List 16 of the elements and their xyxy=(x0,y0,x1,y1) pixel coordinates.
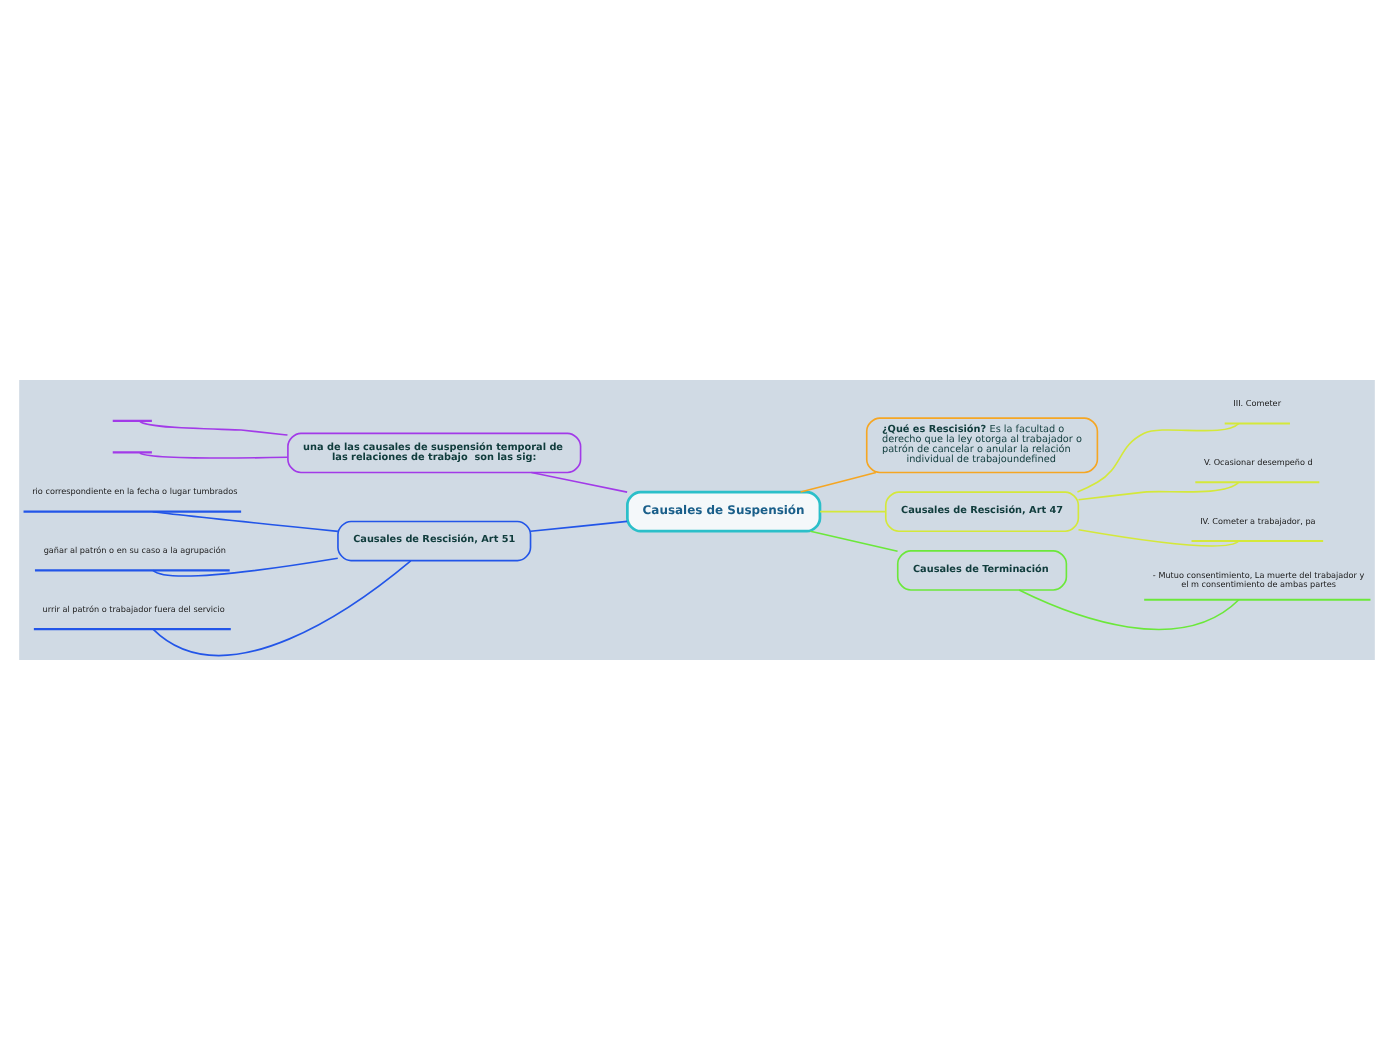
connector xyxy=(152,560,412,657)
connector xyxy=(139,452,289,459)
node-bar xyxy=(112,451,152,454)
connector xyxy=(152,510,339,533)
connector xyxy=(529,520,628,533)
connector xyxy=(1077,528,1240,547)
connector xyxy=(809,530,899,553)
connector xyxy=(139,420,289,436)
connector xyxy=(799,471,877,493)
connector xyxy=(152,557,339,577)
connector xyxy=(530,471,628,493)
connector xyxy=(1077,481,1240,501)
connector xyxy=(819,510,887,513)
node-bar xyxy=(112,419,152,422)
connector xyxy=(1018,589,1240,630)
connector xyxy=(1076,422,1240,493)
